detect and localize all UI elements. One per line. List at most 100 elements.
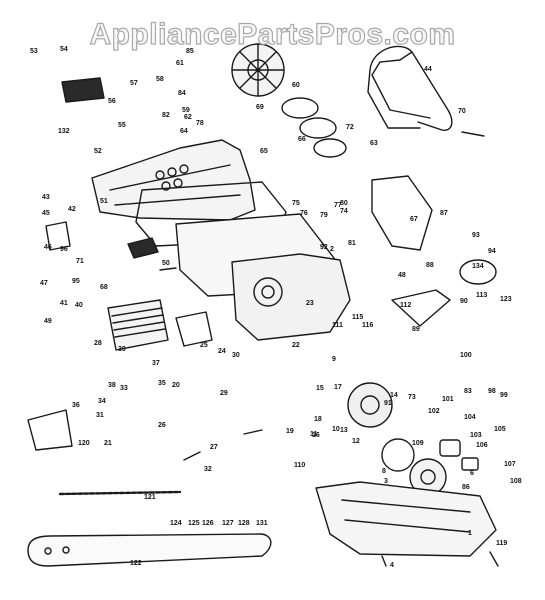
callout-number: 103 [470,432,482,439]
callout-number: 108 [510,478,522,485]
callout-number: 59 [182,107,190,114]
callout-number: 85 [186,48,194,55]
callout-number: 40 [75,302,83,309]
callout-number: 67 [410,216,418,223]
callout-number: 51 [100,198,108,205]
callout-number: 128 [238,520,250,527]
callout-number: 63 [370,140,378,147]
callout-number: 122 [130,560,142,567]
callout-number: 38 [108,382,116,389]
callout-number: 45 [42,210,50,217]
callout-number: 99 [500,392,508,399]
muffler [175,311,213,347]
callout-number: 77 [334,202,342,209]
callout-number: 27 [210,444,218,451]
saw-chain [58,490,182,496]
callout-number: 92 [320,244,328,251]
callout-number: 34 [98,398,106,405]
callout-number: 44 [424,66,432,73]
callout-number: 16 [312,432,320,439]
callout-number: 10 [332,426,340,433]
callout-number: 121 [144,494,156,501]
callout-number: 110 [294,462,306,469]
callout-number: 88 [426,262,434,269]
recoil-starter [281,97,319,119]
front-handle [367,45,453,131]
callout-number: 120 [78,440,90,447]
callout-number: 61 [176,60,184,67]
callout-number: 22 [292,342,300,349]
callout-number: 26 [158,422,166,429]
callout-number: 50 [162,260,170,267]
callout-number: 89 [412,326,420,333]
callout-number: 56 [108,98,116,105]
callout-number: 127 [222,520,234,527]
callout-number: 81 [348,240,356,247]
callout-number: 53 [30,48,38,55]
callout-number: 24 [218,348,226,355]
callout-number: 86 [462,484,470,491]
callout-number: 95 [72,278,80,285]
callout-number: 113 [476,292,488,299]
callout-number: 107 [504,461,516,468]
callout-number: 106 [476,442,488,449]
callout-number: 42 [68,206,76,213]
callout-number: 58 [156,76,164,83]
callout-number: 78 [196,120,204,127]
callout-number: 109 [412,440,424,447]
callout-number: 1 [468,530,472,537]
callout-number: 124 [170,520,182,527]
callout-number: 102 [428,408,440,415]
callout-number: 6 [470,470,474,477]
callout-number: 134 [472,263,484,270]
callout-number: 29 [220,390,228,397]
callout-number: 100 [460,352,472,359]
callout-number: 55 [118,122,126,129]
carburetor [439,439,461,457]
callout-number: 25 [200,342,208,349]
callout-number: 52 [94,148,102,155]
callout-number: 31 [96,412,104,419]
callout-number: 43 [42,194,50,201]
callout-number: 71 [76,258,84,265]
callout-number: 32 [204,466,212,473]
air-filter [61,77,105,103]
callout-number: 116 [362,322,374,329]
callout-number: 69 [256,104,264,111]
callout-number: 112 [400,302,412,309]
crankcase [231,253,351,341]
callout-number: 90 [460,298,468,305]
callout-number: 41 [60,300,68,307]
callout-number: 70 [458,108,466,115]
ignition-coil [45,221,71,251]
callout-number: 105 [494,426,506,433]
callout-number: 57 [130,80,138,87]
callout-number: 14 [390,392,398,399]
callout-number: 96 [60,246,68,253]
callout-number: 21 [104,440,112,447]
callout-number: 64 [180,128,188,135]
callout-number: 8 [382,468,386,475]
callout-number: 54 [60,46,68,53]
callout-number: 17 [334,384,342,391]
callout-number: 131 [256,520,268,527]
guide-bar [27,533,272,567]
callout-number: 15 [316,385,324,392]
callout-number: 62 [184,114,192,121]
callout-number: 60 [292,82,300,89]
callout-number: 82 [162,112,170,119]
callout-number: 83 [464,388,472,395]
callout-number: 19 [286,428,294,435]
chain-cover [315,481,497,557]
callout-number: 13 [340,427,348,434]
top-cover [91,139,256,221]
callout-number: 132 [58,128,70,135]
callout-number: 72 [346,124,354,131]
callout-number: 98 [488,388,496,395]
callout-number: 33 [120,385,128,392]
callout-number: 28 [94,340,102,347]
callout-number: 84 [178,90,186,97]
callout-number: 68 [100,284,108,291]
callout-number: 73 [408,394,416,401]
